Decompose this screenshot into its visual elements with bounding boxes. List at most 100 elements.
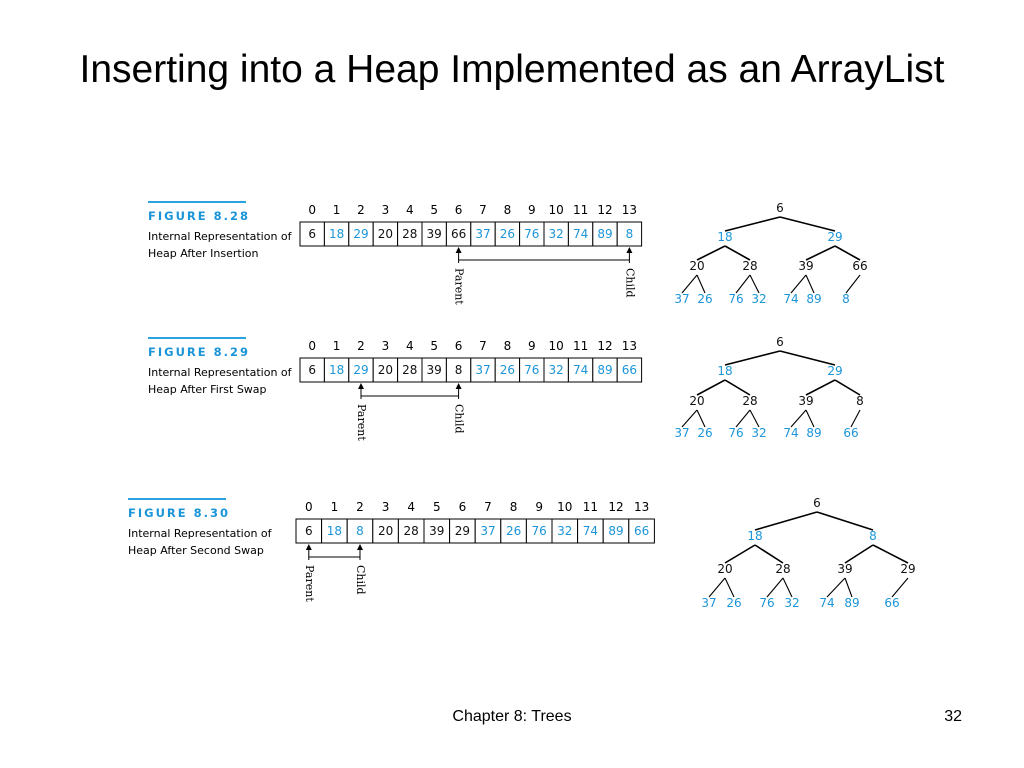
array-value: 28 xyxy=(402,227,417,241)
pointer-arrowhead xyxy=(455,247,462,253)
array-value: 39 xyxy=(429,524,444,538)
tree-node: 74 xyxy=(819,596,834,610)
array-value: 76 xyxy=(532,524,547,538)
index-label: 1 xyxy=(333,203,341,217)
tree-edge xyxy=(790,409,807,428)
index-label: 13 xyxy=(634,500,649,514)
tree-node: 89 xyxy=(806,292,821,306)
index-label: 0 xyxy=(308,339,316,353)
tree-node: 76 xyxy=(759,596,774,610)
slide-title: Inserting into a Heap Implemented as an … xyxy=(79,48,945,91)
index-label: 8 xyxy=(504,339,512,353)
pointer-label: Parent xyxy=(355,404,368,441)
tree-edge xyxy=(816,511,874,531)
array-value: 20 xyxy=(378,363,393,377)
array-cell xyxy=(397,518,425,544)
tree-edge xyxy=(872,544,909,564)
array-value: 76 xyxy=(524,363,539,377)
figure-8-28: FIGURE 8.28 Internal Representation of H… xyxy=(148,201,678,311)
array-value: 26 xyxy=(500,363,515,377)
index-label: 13 xyxy=(622,339,637,353)
tree-node: 32 xyxy=(784,596,799,610)
tree-edge xyxy=(891,577,909,598)
figure-label: FIGURE 8.29 xyxy=(148,345,251,359)
tree-node: 8 xyxy=(856,394,864,408)
tree-edge xyxy=(845,274,861,294)
tree-edge xyxy=(696,379,726,396)
array-value: 89 xyxy=(597,363,612,377)
figure-rule xyxy=(148,201,246,203)
tree-node: 18 xyxy=(717,364,732,378)
tree-edge xyxy=(681,274,698,294)
index-label: 2 xyxy=(357,339,365,353)
tree-node: 20 xyxy=(689,394,704,408)
index-label: 11 xyxy=(583,500,598,514)
array-cell xyxy=(323,221,350,247)
index-label: 6 xyxy=(459,500,467,514)
tree-node: 6 xyxy=(776,335,784,349)
tree-edge xyxy=(696,409,706,428)
array-cell xyxy=(449,518,476,544)
array-value: 6 xyxy=(308,363,316,377)
tree-edge xyxy=(779,216,836,232)
index-label: 10 xyxy=(549,339,564,353)
array-value: 37 xyxy=(480,524,495,538)
tree-node: 28 xyxy=(742,394,757,408)
tree-node: 39 xyxy=(798,259,813,273)
figure-caption: Internal Representation of Heap After In… xyxy=(148,230,292,260)
array-cell xyxy=(397,221,423,247)
tree-node: 74 xyxy=(783,426,798,440)
array-value: 26 xyxy=(500,227,515,241)
tree-node: 37 xyxy=(701,596,716,610)
array-value: 18 xyxy=(329,363,344,377)
tree-node: 37 xyxy=(674,426,689,440)
tree-node: 89 xyxy=(806,426,821,440)
array-cell xyxy=(348,357,374,383)
figure-label: FIGURE 8.28 xyxy=(148,209,251,223)
index-label: 7 xyxy=(479,203,487,217)
figure-8-30: FIGURE 8.30 Internal Representation of H… xyxy=(128,498,688,613)
tree-node: 28 xyxy=(775,562,790,576)
array-cell xyxy=(543,357,569,383)
tree-edge xyxy=(749,409,760,428)
index-label: 7 xyxy=(479,339,487,353)
array-cell xyxy=(421,221,447,247)
array-value: 32 xyxy=(549,363,564,377)
index-label: 10 xyxy=(549,203,564,217)
array-value: 6 xyxy=(305,524,313,538)
array-value: 6 xyxy=(308,227,316,241)
tree-edge xyxy=(805,245,836,261)
index-label: 12 xyxy=(597,339,612,353)
figure-8-29: FIGURE 8.29 Internal Representation of H… xyxy=(148,337,678,447)
tree-edge xyxy=(681,409,698,428)
tree-node: 37 xyxy=(674,292,689,306)
array-cell xyxy=(372,518,399,544)
pointer-arrowhead xyxy=(357,544,363,550)
index-label: 8 xyxy=(504,203,512,217)
index-label: 5 xyxy=(430,203,438,217)
array-value: 32 xyxy=(549,227,564,241)
array-cell xyxy=(474,518,502,544)
tree-node: 28 xyxy=(742,259,757,273)
tree-node: 26 xyxy=(697,292,712,306)
pointer-label: Child xyxy=(453,404,466,434)
tree-node: 6 xyxy=(813,496,821,510)
tree-node: 20 xyxy=(717,562,732,576)
array-cell xyxy=(397,357,423,383)
tree-node: 18 xyxy=(747,529,762,543)
tree-edge xyxy=(724,544,756,564)
tree-edge xyxy=(735,409,751,428)
index-label: 11 xyxy=(573,339,588,353)
pointer-arrowhead xyxy=(626,247,633,253)
tree-node: 74 xyxy=(783,292,798,306)
pointer-label: Child xyxy=(623,268,636,298)
index-label: 5 xyxy=(433,500,441,514)
tree-edge xyxy=(844,577,853,598)
array-value: 89 xyxy=(597,227,612,241)
array-cell xyxy=(321,518,348,544)
tree-edge xyxy=(724,350,781,366)
